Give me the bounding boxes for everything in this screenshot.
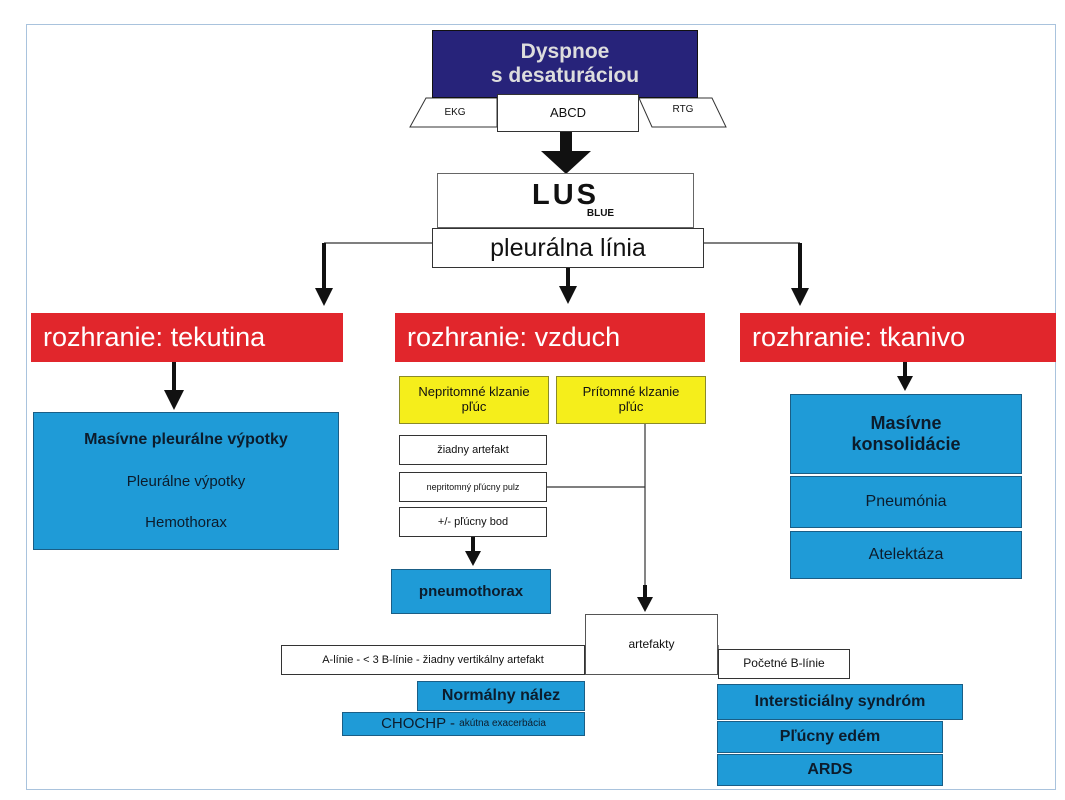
sign-lung-point: +/- pľúcny bod — [399, 507, 547, 537]
b-lines-box: Početné B-línie — [718, 649, 850, 679]
arrows — [164, 243, 913, 612]
header-air: rozhranie: vzduch — [395, 313, 705, 362]
normal-finding-box: Normálny nález — [417, 681, 585, 711]
ekg-label: EKG — [444, 107, 466, 119]
copd-main: CHOCHP - — [381, 715, 460, 733]
lus-subtitle: BLUE — [586, 208, 615, 220]
interstitial-syndrome-box: Intersticiálny syndróm — [717, 684, 963, 720]
abcd-box: ABCD — [497, 94, 639, 132]
header-fluid: rozhranie: tekutina — [31, 313, 343, 362]
pleural-line-box: pleurálna línia — [432, 228, 704, 268]
ards-box: ARDS — [717, 754, 943, 786]
pneumothorax-box: pneumothorax — [391, 569, 551, 614]
dyspnoe-title-line2: s desaturáciou — [490, 64, 640, 87]
lus-title: LUS — [532, 179, 599, 212]
rtg-tab-shape — [638, 97, 727, 128]
copd-box: CHOCHP - akútna exacerbácia — [342, 712, 585, 736]
pulmonary-edema-box: Pľúcny edém — [717, 721, 943, 753]
fluid-item-effusions: Pleurálne výpotky — [126, 472, 246, 490]
header-tissue: rozhranie: tkanivo — [740, 313, 1056, 362]
fluid-item-hemothorax: Hemothorax — [145, 514, 227, 532]
pneumonia-box: Pneumónia — [790, 476, 1022, 528]
massive-consolidation-box: Masívne konsolidácie — [790, 394, 1022, 474]
absent-sliding-box: Nepritomné klzanie pľúc — [399, 376, 549, 424]
present-sliding-box: Prítomné klzanie pľúc — [556, 376, 706, 424]
fluid-item-massive: Masívne pleurálne výpotky — [84, 430, 288, 448]
atelectasis-box: Atelektáza — [790, 531, 1022, 579]
lus-box: LUS BLUE — [437, 173, 694, 228]
sign-no-artifact: žiadny artefakt — [399, 435, 547, 465]
dyspnoe-title-line1: Dyspnoe — [520, 39, 610, 63]
fluid-results-box: Masívne pleurálne výpotky Pleurálne výpo… — [33, 412, 339, 550]
big-arrow — [541, 131, 591, 174]
artifacts-box: artefakty — [585, 614, 718, 675]
sign-no-lung-pulse: nepritomný pľúcny pulz — [399, 472, 547, 502]
diagram-frame — [26, 24, 1056, 790]
copd-sub: akútna exacerbácia — [459, 718, 546, 730]
rtg-label: RTG — [672, 104, 694, 116]
a-lines-box: A-línie - < 3 B-línie - žiadny vertikáln… — [281, 645, 585, 675]
dyspnoe-box: Dyspnoe s desaturáciou — [432, 30, 698, 98]
